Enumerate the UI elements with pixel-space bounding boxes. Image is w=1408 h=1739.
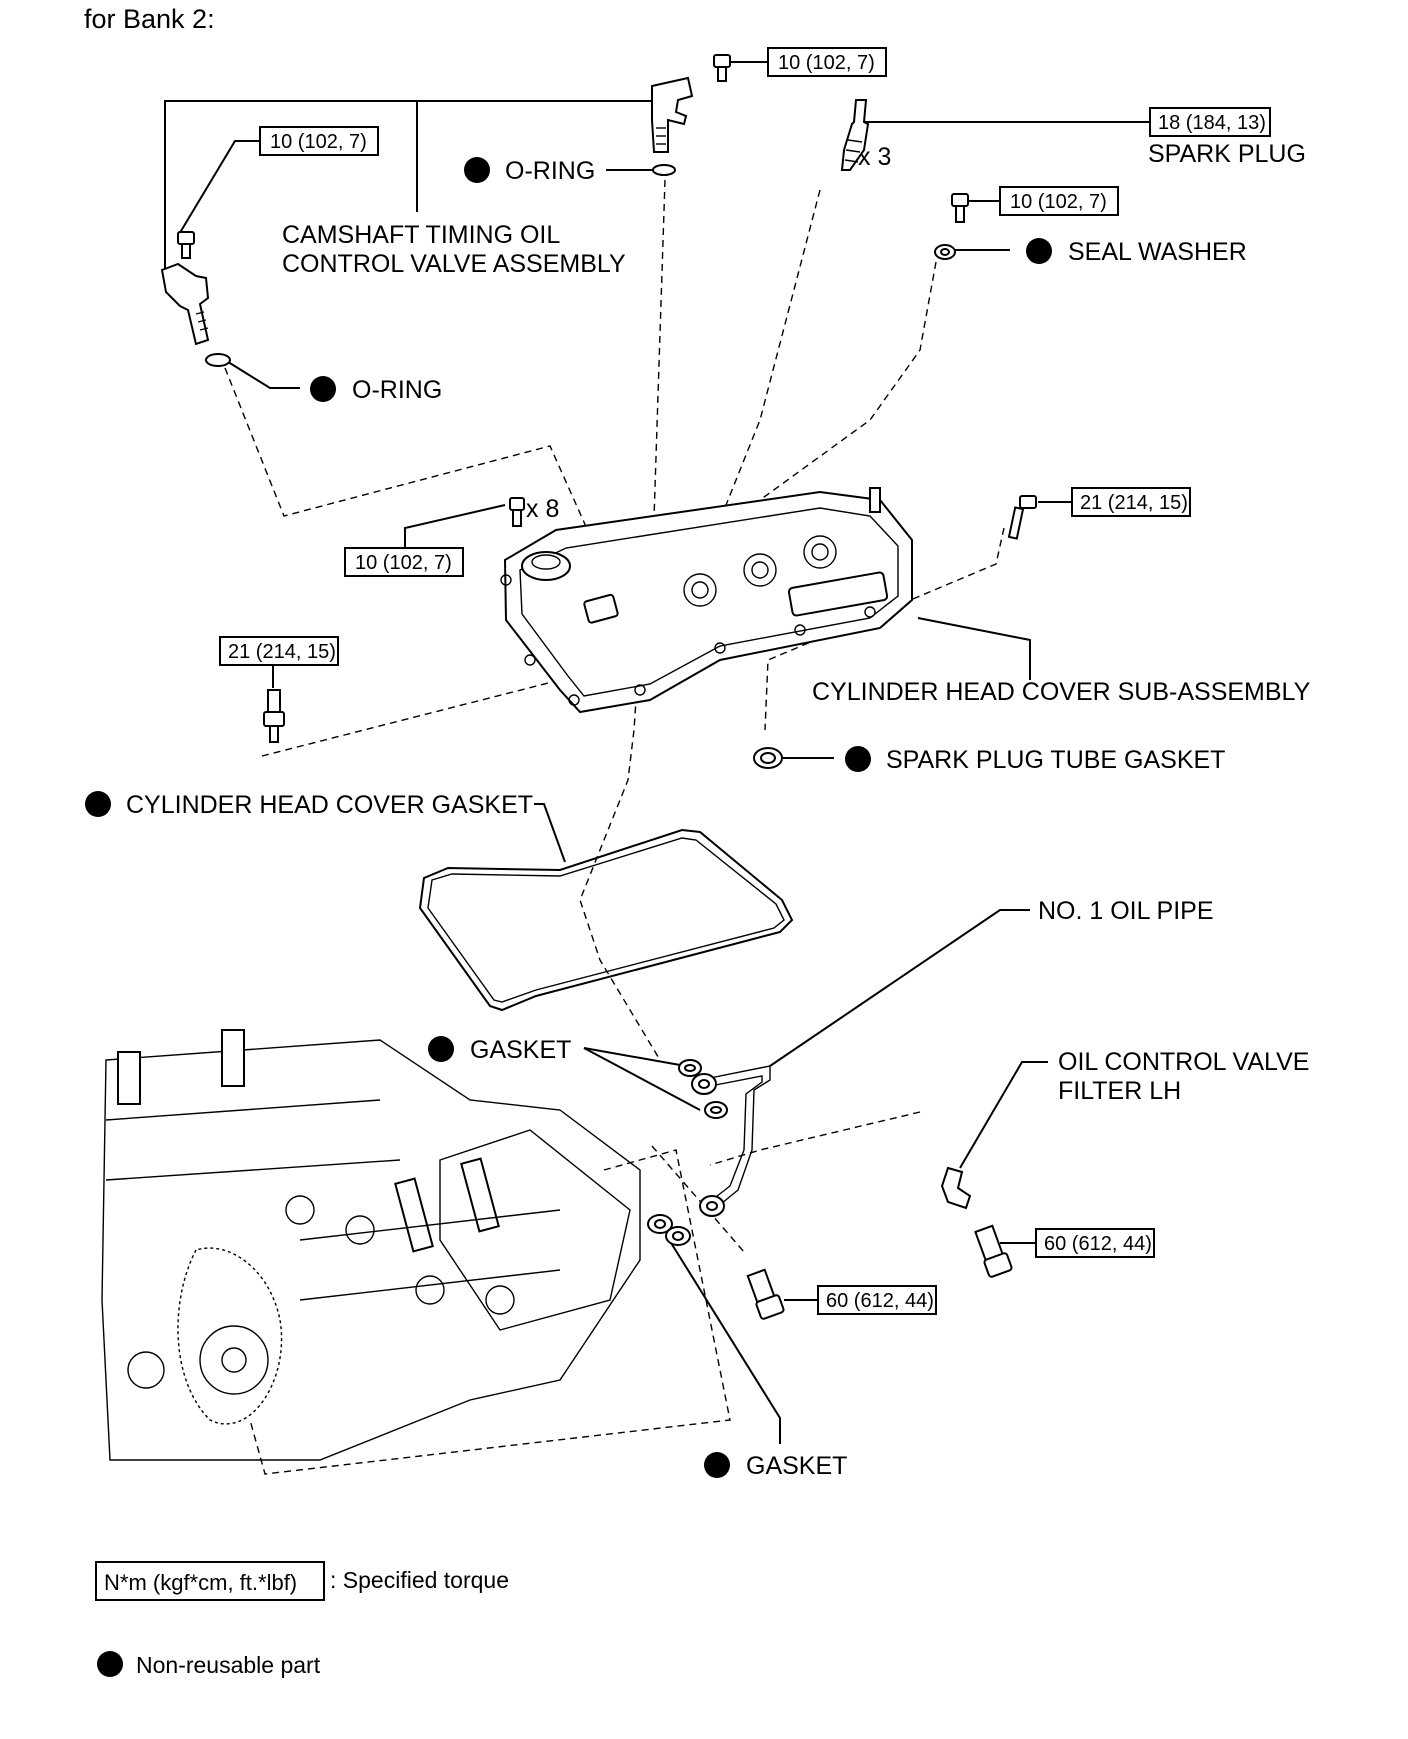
svg-text:21 (214, 15): 21 (214, 15) — [1080, 492, 1188, 514]
torque-ocv-bolt-left: 10 (102, 7) — [259, 126, 379, 156]
ocv-bolt-left — [177, 231, 195, 259]
label-o-ring-left: O-RING — [352, 376, 442, 404]
nonreusable-marker — [845, 746, 871, 772]
ocv-bolt-top — [713, 54, 731, 82]
leader-lines — [164, 61, 1150, 1444]
stud-bolt-left — [263, 689, 285, 743]
svg-text:21 (214, 15): 21 (214, 15) — [228, 641, 336, 663]
camshaft-ocv-left — [160, 262, 231, 367]
page-title: for Bank 2: — [84, 4, 215, 34]
svg-text:10 (102, 7): 10 (102, 7) — [778, 52, 875, 74]
svg-text:60 (612, 44): 60 (612, 44) — [826, 1290, 934, 1312]
label-no1-oil-pipe: NO. 1 OIL PIPE — [1038, 897, 1214, 925]
label-seal-washer: SEAL WASHER — [1068, 238, 1247, 266]
part-labels: O-RING O-RING SPARK PLUG x 3 x 8 SEAL WA… — [85, 140, 1311, 1480]
torque-spark-plug: 18 (184, 13) — [1149, 107, 1271, 137]
svg-text:60 (612, 44): 60 (612, 44) — [1044, 1233, 1152, 1255]
label-gasket-mid: GASKET — [470, 1036, 571, 1064]
spark-plug-tube-gasket — [753, 747, 783, 769]
legend-nonreusable-marker — [97, 1651, 123, 1677]
torque-union-bolt-center: 60 (612, 44) — [817, 1285, 937, 1315]
legend-nonreusable-desc: Non-reusable part — [136, 1652, 321, 1678]
torque-union-bolt-right: 60 (612, 44) — [1035, 1228, 1155, 1258]
label-cylinder-head-cover-gasket: CYLINDER HEAD COVER GASKET — [126, 791, 533, 819]
label-o-ring-top: O-RING — [505, 157, 595, 185]
label-ocv-filter-line2: FILTER LH — [1058, 1077, 1181, 1105]
camshaft-ocv-top — [651, 76, 694, 176]
legend-torque-box: N*m (kgf*cm, ft.*lbf) — [104, 1570, 297, 1595]
union-bolt-right — [974, 1224, 1013, 1278]
assembly-dash-lines — [224, 179, 1005, 1475]
union-bolt-center — [746, 1268, 785, 1320]
torque-stud-left: 21 (214, 15) — [219, 636, 339, 666]
no1-oil-pipe — [691, 1065, 771, 1217]
nonreusable-marker — [310, 376, 336, 402]
label-gasket-bottom: GASKET — [746, 1452, 847, 1480]
cylinder-head-cover-gasket — [418, 828, 794, 1012]
seal-washer-bolt — [934, 193, 969, 260]
cover-bolt — [509, 497, 525, 527]
legend-torque-desc: : Specified torque — [330, 1567, 509, 1593]
nonreusable-marker — [1026, 238, 1052, 264]
svg-text:10 (102, 7): 10 (102, 7) — [270, 131, 367, 153]
label-cover-bolt-qty: x 8 — [526, 495, 559, 523]
engine-block — [101, 1029, 641, 1461]
nonreusable-marker — [704, 1452, 730, 1478]
label-spark-plug-tube-gasket: SPARK PLUG TUBE GASKET — [886, 746, 1225, 774]
label-spark-plug: SPARK PLUG — [1148, 140, 1306, 168]
cylinder-head-cover — [500, 487, 913, 714]
nonreusable-marker — [464, 157, 490, 183]
label-ocv-filter-line1: OIL CONTROL VALVE — [1058, 1048, 1309, 1076]
svg-text:10 (102, 7): 10 (102, 7) — [355, 552, 452, 574]
label-cylinder-head-cover: CYLINDER HEAD COVER SUB-ASSEMBLY — [812, 678, 1311, 706]
torque-stud-right: 21 (214, 15) — [1071, 487, 1191, 517]
oil-control-valve-filter — [940, 1166, 972, 1210]
torque-cover-bolts: 10 (102, 7) — [344, 547, 464, 577]
label-camshaft-ocv-line1: CAMSHAFT TIMING OIL — [282, 221, 560, 249]
legend: N*m (kgf*cm, ft.*lbf) : Specified torque… — [95, 1561, 509, 1678]
torque-ocv-bolt-top: 10 (102, 7) — [767, 47, 887, 77]
stud-bolt-right — [1007, 495, 1037, 540]
nonreusable-marker — [85, 791, 111, 817]
nonreusable-marker — [428, 1036, 454, 1062]
gaskets-mid — [647, 1059, 728, 1246]
torque-seal-washer-bolt: 10 (102, 7) — [999, 186, 1119, 216]
torque-boxes: 10 (102, 7) 10 (102, 7) 18 (184, 13) 10 … — [219, 47, 1271, 1315]
svg-text:18 (184, 13): 18 (184, 13) — [1158, 112, 1266, 134]
svg-text:10 (102, 7): 10 (102, 7) — [1010, 191, 1107, 213]
label-camshaft-ocv-line2: CONTROL VALVE ASSEMBLY — [282, 250, 626, 278]
spark-plug — [840, 99, 870, 171]
